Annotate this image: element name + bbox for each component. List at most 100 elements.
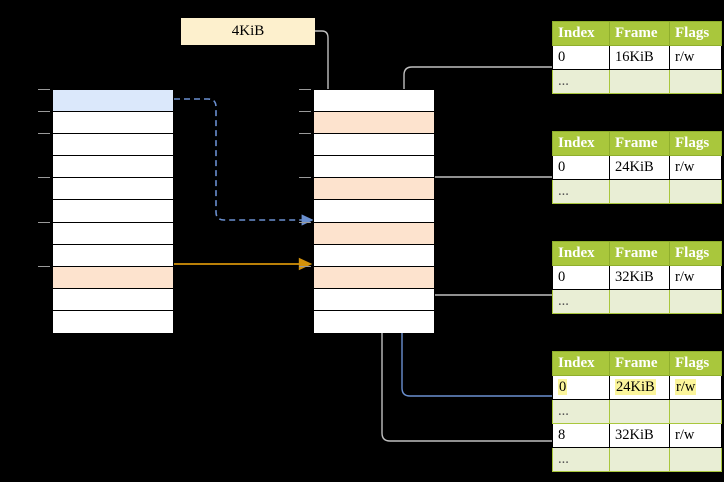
physical-address-space-cell-5 xyxy=(314,178,434,201)
page-table-2-cell-frame xyxy=(609,179,670,204)
virtual-address-space-column xyxy=(52,89,174,334)
physical-address-space-tick-5 xyxy=(299,177,311,179)
page-table-4-cell-frame xyxy=(609,447,670,472)
wire-virtual-blue-dashed xyxy=(174,98,314,226)
highlighted-value: r/w xyxy=(675,379,697,395)
page-table-4-row: 0 24KiB r/w xyxy=(552,375,722,400)
page-table-4-header-frame: Frame xyxy=(609,351,670,376)
page-table-4-cell-flags xyxy=(669,399,722,424)
wire-table2-to-physical xyxy=(419,176,552,225)
size-label-4kib: 4KiB xyxy=(181,18,315,45)
page-table-4-cell-index: 8 xyxy=(552,423,610,448)
virtual-address-space-tick-2 xyxy=(38,111,50,113)
page-table-2-header-flags: Flags xyxy=(669,131,722,156)
physical-address-space-tick-7 xyxy=(299,221,311,223)
size-label-text: 4KiB xyxy=(231,23,265,39)
physical-address-space-cell-2 xyxy=(314,112,434,135)
page-table-4-cell-frame xyxy=(609,399,670,424)
page-table-4-cell-index: 0 xyxy=(552,375,610,400)
page-table-1-row: ... xyxy=(552,69,722,94)
page-table-4-cell-frame: 32KiB xyxy=(609,423,670,448)
virtual-address-space-tick-3 xyxy=(38,133,50,135)
page-table-3-cell-flags xyxy=(669,289,722,314)
page-table-2-cell-index: 0 xyxy=(552,155,610,180)
virtual-address-space-cell-10 xyxy=(53,288,173,311)
virtual-address-space-cell-6 xyxy=(53,200,173,223)
virtual-address-space-cell-2 xyxy=(53,112,173,135)
virtual-address-space-tick-5 xyxy=(38,177,50,179)
page-table-2-cell-flags: r/w xyxy=(669,155,722,180)
virtual-address-space-cell-1 xyxy=(53,90,173,113)
virtual-address-space-cell-4 xyxy=(53,156,173,179)
physical-address-space-cell-8 xyxy=(314,244,434,267)
page-table-1-header-flags: Flags xyxy=(669,21,722,46)
page-table-3-cell-index: 0 xyxy=(552,265,610,290)
physical-address-space-cell-11 xyxy=(314,310,434,334)
virtual-address-space-cell-8 xyxy=(53,244,173,267)
physical-address-space-tick-1 xyxy=(299,89,311,90)
physical-address-space-cell-4 xyxy=(314,156,434,179)
page-table-2-cell-frame: 24KiB xyxy=(609,155,670,180)
physical-address-space-column xyxy=(313,89,435,334)
virtual-address-space-tick-9 xyxy=(38,265,50,267)
virtual-address-space-cell-9 xyxy=(53,266,173,289)
physical-address-space-cell-9 xyxy=(314,266,434,289)
page-table-2-cell-flags xyxy=(669,179,722,204)
physical-address-space-tick-3 xyxy=(299,133,311,135)
page-table-1-cell-frame: 16KiB xyxy=(609,45,670,70)
page-table-1-cell-frame xyxy=(609,69,670,94)
physical-address-space-cell-1 xyxy=(314,90,434,113)
highlighted-value: 0 xyxy=(558,379,568,395)
page-table-3-header-frame: Frame xyxy=(609,241,670,266)
page-table-1-cell-flags xyxy=(669,69,722,94)
page-table-4-cell-flags xyxy=(669,447,722,472)
page-table-3-header-index: Index xyxy=(552,241,610,266)
page-table-1-cell-index: ... xyxy=(552,69,610,94)
virtual-address-space-tick-7 xyxy=(38,221,50,223)
page-table-4-cell-flags: r/w xyxy=(669,375,722,400)
page-table-4-cell-flags: r/w xyxy=(669,423,722,448)
physical-address-space-tick-9 xyxy=(299,265,311,267)
virtual-address-space-cell-7 xyxy=(53,222,173,245)
page-table-3-header-flags: Flags xyxy=(669,241,722,266)
virtual-address-space-cell-5 xyxy=(53,178,173,201)
page-table-2-cell-index: ... xyxy=(552,179,610,204)
page-table-3-cell-frame xyxy=(609,289,670,314)
page-table-4-cell-index: ... xyxy=(552,399,610,424)
page-table-2-header-index: Index xyxy=(552,131,610,156)
page-table-2-row: ... xyxy=(552,179,722,204)
page-table-2-header-frame: Frame xyxy=(609,131,670,156)
page-table-4-cell-frame: 24KiB xyxy=(609,375,670,400)
page-table-1-cell-index: 0 xyxy=(552,45,610,70)
page-table-4-row: ... xyxy=(552,447,722,472)
virtual-address-space-cell-3 xyxy=(53,134,173,157)
physical-address-space-cell-10 xyxy=(314,288,434,311)
page-table-3-cell-frame: 32KiB xyxy=(609,265,670,290)
highlighted-value: 24KiB xyxy=(615,379,656,395)
page-table-4-row: ... xyxy=(552,399,722,424)
page-table-3-cell-flags: r/w xyxy=(669,265,722,290)
page-table-1-cell-flags: r/w xyxy=(669,45,722,70)
physical-address-space-tick-2 xyxy=(299,111,311,113)
page-table-1-header-index: Index xyxy=(552,21,610,46)
page-table-1-header-frame: Frame xyxy=(609,21,670,46)
page-table-4-header-flags: Flags xyxy=(669,351,722,376)
virtual-address-space-cell-11 xyxy=(53,310,173,334)
virtual-address-space-tick-1 xyxy=(38,89,50,90)
physical-address-space-cell-7 xyxy=(314,222,434,245)
physical-address-space-cell-3 xyxy=(314,134,434,157)
physical-address-space-cell-6 xyxy=(314,200,434,223)
